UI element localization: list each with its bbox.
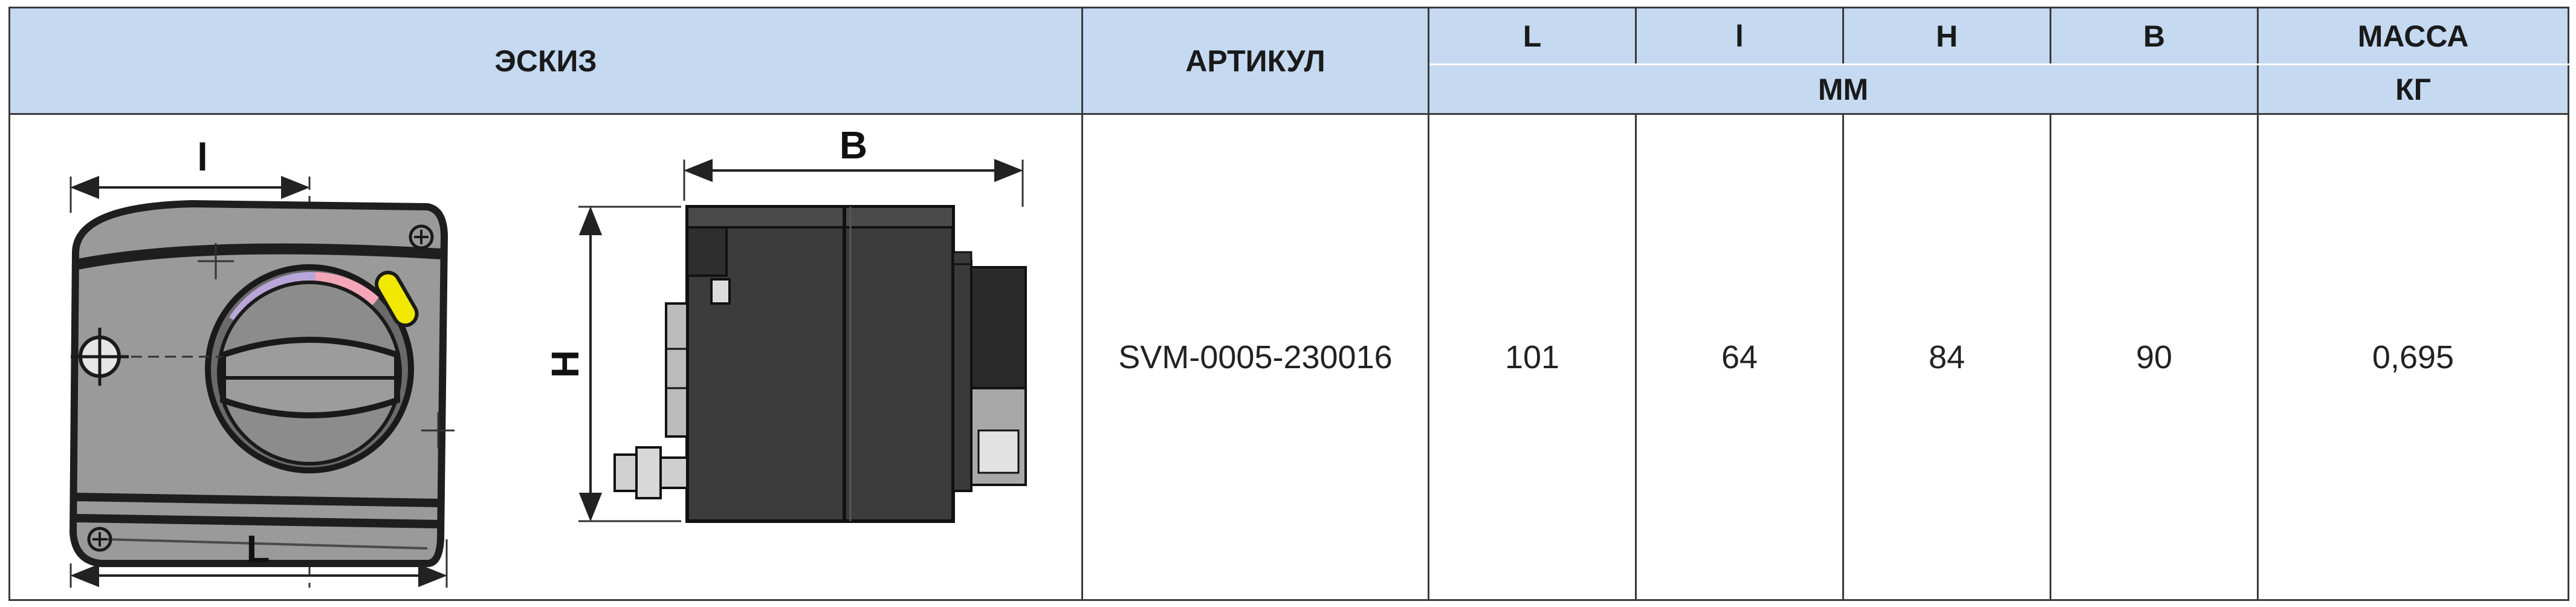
header-article: АРТИКУЛ: [1081, 7, 1429, 115]
data-row: l: [8, 113, 2569, 601]
header-row-units: ММ КГ: [10, 63, 2569, 115]
dim-label-H: H: [543, 349, 587, 377]
side-view: B H: [543, 123, 1027, 523]
cell-l: 64: [1635, 113, 1844, 601]
front-view: l: [69, 135, 455, 588]
cell-L: 101: [1428, 113, 1637, 601]
cell-mass: 0,695: [2257, 113, 2569, 601]
cell-article: SVM-0005-230016: [1081, 113, 1429, 601]
header-unit-mm: ММ: [1428, 63, 2259, 115]
sketch-cell: l: [8, 113, 1083, 601]
header-sketch: ЭСКИЗ: [8, 7, 1083, 115]
cell-H: 84: [1842, 113, 2051, 601]
dim-label-L: L: [246, 527, 270, 571]
header-unit-kg: КГ: [2257, 63, 2569, 115]
spec-table: ЭСКИЗ АРТИКУЛ L l H B МАССА ММ КГ: [8, 7, 2569, 601]
header-mass: МАССА: [2257, 7, 2569, 65]
cell-B: 90: [2050, 113, 2259, 601]
header-row-top: ЭСКИЗ АРТИКУЛ L l H B МАССА: [8, 7, 2569, 115]
actuator-sketch: l: [69, 123, 1027, 588]
header-H: H: [1842, 7, 2051, 65]
header-B: B: [2050, 7, 2259, 65]
dim-label-l: l: [197, 135, 208, 179]
dim-label-B: B: [840, 123, 867, 167]
header-L: L: [1428, 7, 1637, 65]
header-l: l: [1635, 7, 1844, 65]
